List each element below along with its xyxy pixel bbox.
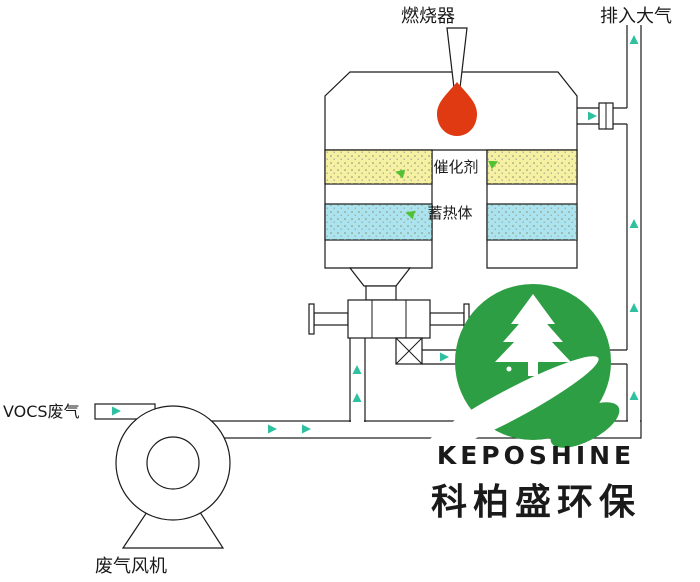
fan xyxy=(115,405,231,521)
exhaust-stack xyxy=(626,25,642,437)
valve-rod-left xyxy=(313,312,349,326)
burner-label: 燃烧器 xyxy=(401,6,455,27)
pine-tree-icon xyxy=(495,294,571,376)
valve-rod-right xyxy=(429,312,465,326)
logo: KEPOSHINE 科柏盛环保 xyxy=(421,284,641,523)
logo-emblem xyxy=(421,284,620,454)
exhaust-label: 排入大气 xyxy=(600,6,672,27)
logo-brand-chinese: 科柏盛环保 xyxy=(431,482,641,523)
logo-leaf xyxy=(550,402,620,448)
valve-body xyxy=(347,299,431,339)
outlet-funnel xyxy=(348,267,412,301)
gas-inlet-label: VOCS废气 xyxy=(3,402,80,421)
right-tower xyxy=(486,149,578,269)
catalyst-label: 催化剂 xyxy=(433,158,478,176)
fan-hub xyxy=(146,436,200,490)
switch-valve xyxy=(308,299,470,365)
valve-down-pipe xyxy=(349,338,366,423)
left-tower xyxy=(324,149,433,269)
logo-brand-latin: KEPOSHINE xyxy=(437,441,635,470)
heat-storage-label: 蓄热体 xyxy=(427,204,472,222)
top-right-pipe xyxy=(577,102,627,130)
flame xyxy=(437,82,477,136)
logo-swoosh xyxy=(421,356,599,454)
fan-label: 废气风机 xyxy=(95,556,167,577)
valve-tbar-left xyxy=(308,303,315,335)
